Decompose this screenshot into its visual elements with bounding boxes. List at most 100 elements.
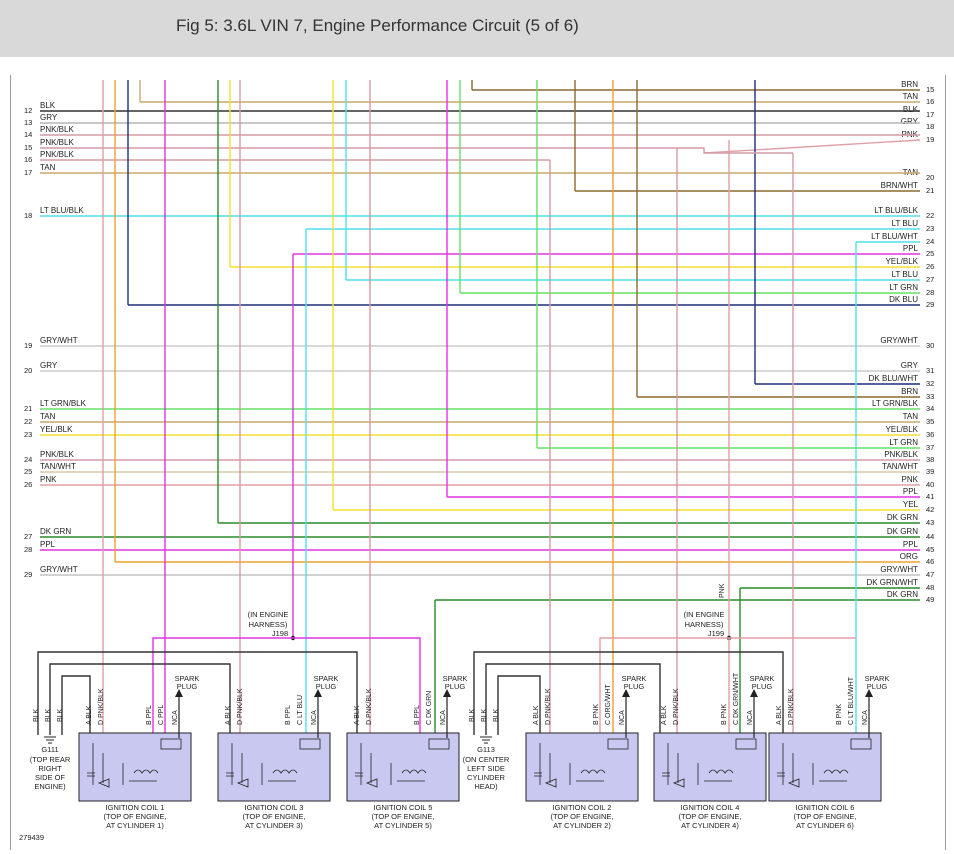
spark-plug-arrow-icon [443,689,451,697]
left-wire-label: GRY [40,113,58,122]
right-wire-number: 30 [926,341,934,350]
left-wire-number: 27 [24,532,32,541]
left-wire-number: 19 [24,341,32,350]
left-wire-label: PPL [40,540,56,549]
left-wire-label: YEL/BLK [40,425,73,434]
left-wire-number: 16 [24,155,32,164]
ignition-coil-body [653,732,767,802]
coil-location: (TOP OF ENGINE, [371,812,434,821]
right-wire-label: DK GRN [887,590,918,599]
right-wire-label: TAN [903,92,919,101]
right-wire-number: 27 [926,275,934,284]
coil-module [160,738,182,750]
coil-circuit-icon [226,743,298,788]
coil-pin-label: NCA [747,710,754,725]
ground-id: G113 [477,745,495,754]
left-wire-label: PNK/BLK [40,150,74,159]
coil-pin-label: C ORG/WHT [605,683,612,725]
coil-pin-label: B PPL [146,705,153,725]
right-wire-number: 32 [926,379,934,388]
ground-bus-g111b [49,663,231,735]
coil-pin-label: B PNK [721,704,728,725]
ground-pin-label: BLK [45,708,52,722]
ground-bus-g113c [497,675,541,735]
right-wire-number: 25 [926,249,934,258]
figure-id: 279439 [19,833,44,842]
ground-pin-label: BLK [481,708,488,722]
coil-pin-label: D PNK/BLK [237,688,244,725]
right-wire-label: LT BLU/BLK [874,206,918,215]
right-wire-label: LT BLU [892,219,919,228]
harness-label-1: (IN ENGINE [248,610,289,619]
coil-location: AT CYLINDER 5) [374,821,432,830]
left-wire-label: LT BLU/BLK [40,206,84,215]
coil-location: AT CYLINDER 1) [106,821,164,830]
ground-location: HEAD) [474,782,498,791]
coil-circuit-icon [662,743,734,788]
right-wire-label: GRY/WHT [880,336,918,345]
left-wire-label: LT GRN/BLK [40,399,87,408]
coil-module [607,738,629,750]
coil-pin-label: A BLK [776,705,783,725]
wire-segment [703,139,921,154]
left-wire-label: DK GRN [40,527,71,536]
title-bar: Fig 5: 3.6L VIN 7, Engine Performance Ci… [0,0,954,57]
ignition-coil-body [346,732,460,802]
right-wire-number: 49 [926,595,934,604]
left-wire-number: 15 [24,143,32,152]
right-wire-label: PPL [903,540,919,549]
right-wire-label: TAN [903,412,919,421]
left-wire-label: TAN [40,163,56,172]
right-wire-label: BLK [903,105,919,114]
right-wire-label: YEL [903,500,919,509]
ground-location: RIGHT [38,764,62,773]
right-wire-number: 16 [926,97,934,106]
ground-bus-g113b [485,663,661,735]
right-wire-number: 31 [926,366,934,375]
left-wire-label: TAN/WHT [40,462,76,471]
spark-plug-label: PLUG [177,682,198,691]
harness-label-1: (IN ENGINE [684,610,725,619]
left-wire-number: 13 [24,118,32,127]
right-wire-label: DK BLU/WHT [869,374,918,383]
right-wire-label: PNK [902,475,919,484]
right-wire-label: GRY [901,117,919,126]
harness-label-2: HARNESS) [685,620,724,629]
left-wire-number: 12 [24,106,32,115]
coil-module [735,738,757,750]
left-wire-number: 18 [24,211,32,220]
ppl-distribution [152,637,421,735]
left-wire-number: 20 [24,366,32,375]
coil-name: IGNITION COIL 1 [106,803,165,812]
spark-plug-label: PLUG [867,682,888,691]
coil-location: (TOP OF ENGINE, [678,812,741,821]
coil-name: IGNITION COIL 6 [796,803,855,812]
right-wire-label: LT GRN [889,438,918,447]
right-wire-label: LT BLU [892,270,919,279]
left-wire-number: 14 [24,130,32,139]
left-wire-label: TAN [40,412,56,421]
coil-pin-label: A BLK [533,705,540,725]
coil-pin-label: C PPL [158,705,165,725]
ground-location: ENGINE) [34,782,66,791]
coil-location: AT CYLINDER 6) [796,821,854,830]
right-wire-label: ORG [900,552,918,561]
spark-plug-label: PLUG [752,682,773,691]
right-wire-number: 18 [926,122,934,131]
right-wire-number: 36 [926,430,934,439]
coil-circuit-icon [534,743,606,788]
right-wire-number: 42 [926,505,934,514]
right-wire-label: LT GRN/BLK [872,399,919,408]
coil-pin-label: D PNK/BLK [366,688,373,725]
right-wire-number: 43 [926,518,934,527]
right-wire-number: 28 [926,288,934,297]
spark-plug-arrow-icon [314,689,322,697]
coil-pin-label: A BLK [354,705,361,725]
right-wire-number: 38 [926,455,934,464]
right-wire-label: PPL [903,244,919,253]
coil-pin-label: A BLK [86,705,93,725]
ground-location: SIDE OF [35,773,65,782]
right-wire-number: 19 [926,135,934,144]
right-wire-number: 47 [926,570,934,579]
ignition-coil-body [768,732,882,802]
